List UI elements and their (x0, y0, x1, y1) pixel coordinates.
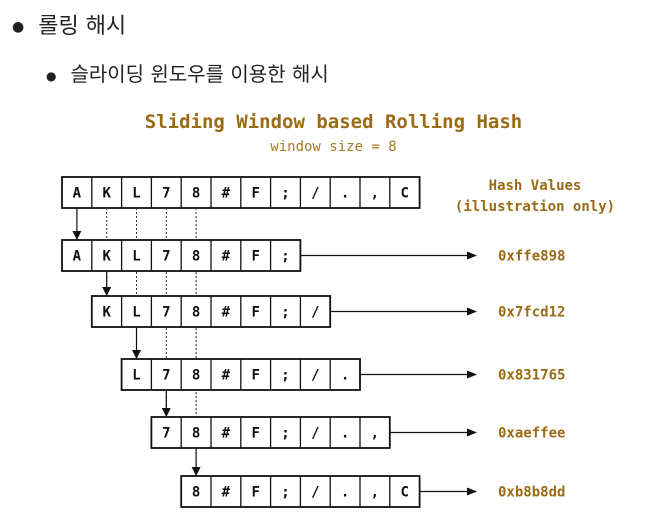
char-cell: / (311, 305, 319, 321)
window-row-1: A K L 7 8 # F; (61, 239, 302, 272)
char-cell: L (132, 186, 140, 202)
window-row-3: L 7 8 # F; /. (120, 358, 361, 391)
hash-value: 0x831765 (498, 368, 565, 384)
char-cell: # (222, 305, 231, 321)
char-cell: . (341, 426, 349, 442)
char-cell: # (222, 249, 231, 265)
hash-value: 0xb8b8dd (498, 485, 565, 501)
char-cell: ; (281, 186, 289, 202)
char-cell: , (371, 485, 379, 501)
char-cell: C (400, 485, 408, 501)
char-cell: L (132, 249, 140, 265)
char-cell: / (311, 186, 319, 202)
char-cell: ; (281, 485, 289, 501)
char-cell: A (73, 249, 82, 265)
char-cell: / (311, 485, 319, 501)
char-cell: , (371, 186, 379, 202)
char-cell: F (251, 249, 259, 265)
char-cell: K (102, 249, 111, 265)
diagram-title: Sliding Window based Rolling Hash (144, 111, 523, 133)
hash-value: 0xffe898 (498, 249, 565, 265)
hash-value: 0x7fcd12 (498, 305, 565, 321)
bullet-dot: ● (12, 19, 25, 35)
bullet-level2-text: 슬라이딩 윈도우를 이용한 해시 (70, 62, 329, 86)
char-cell: / (311, 368, 319, 384)
char-cell: F (251, 186, 259, 202)
bullet-level2: ● 슬라이딩 윈도우를 이용한 해시 (46, 58, 329, 87)
char-cell: C (400, 186, 408, 202)
char-cell: # (222, 426, 231, 442)
char-cell: 7 (162, 426, 170, 442)
char-cell: 8 (192, 186, 200, 202)
char-cell: . (341, 485, 349, 501)
char-cell: F (251, 368, 259, 384)
window-row-4: 7 8 # F; /., (150, 416, 391, 449)
hash-value: 0xaeffee (498, 426, 565, 442)
char-cell: ; (281, 426, 289, 442)
window-row-2: K L 7 8 # F; / (90, 295, 332, 328)
char-cell: L (132, 305, 140, 321)
char-cell: 7 (162, 186, 170, 202)
char-cell: F (251, 485, 259, 501)
char-cell: 7 (162, 368, 170, 384)
hash-values-header: Hash Values (illustration only) (440, 176, 630, 218)
char-cell: L (132, 368, 140, 384)
bullet-level1-text: 롤링 해시 (38, 14, 127, 39)
char-cell: / (311, 426, 319, 442)
char-cell: ; (281, 249, 289, 265)
hash-header-line2: (illustration only) (454, 199, 616, 215)
char-cell: F (251, 426, 259, 442)
char-cell: , (371, 426, 379, 442)
hash-header-line1: Hash Values (488, 178, 582, 194)
char-cell: 7 (162, 249, 170, 265)
bullet-level1: ● 롤링 해시 (12, 8, 126, 40)
char-cell: A (73, 186, 82, 202)
input-string-row: A K L 7 8 # F; /., C (61, 176, 421, 209)
char-cell: K (102, 186, 111, 202)
char-cell: ; (281, 305, 289, 321)
char-cell: 8 (192, 485, 200, 501)
char-cell: # (222, 485, 231, 501)
char-cell: . (341, 368, 349, 384)
char-cell: 8 (192, 426, 200, 442)
char-cell: 8 (192, 368, 200, 384)
char-cell: F (251, 305, 259, 321)
char-cell: K (102, 305, 111, 321)
char-cell: 7 (162, 305, 170, 321)
char-cell: 8 (192, 249, 200, 265)
char-cell: # (222, 368, 231, 384)
window-row-5: 8 # F; /., C (180, 475, 421, 508)
diagram-subtitle: window size = 8 (270, 139, 397, 155)
char-cell: 8 (192, 305, 200, 321)
bullet-dot: ● (46, 68, 57, 83)
char-cell: . (341, 186, 349, 202)
char-cell: ; (281, 368, 289, 384)
char-cell: # (222, 186, 231, 202)
